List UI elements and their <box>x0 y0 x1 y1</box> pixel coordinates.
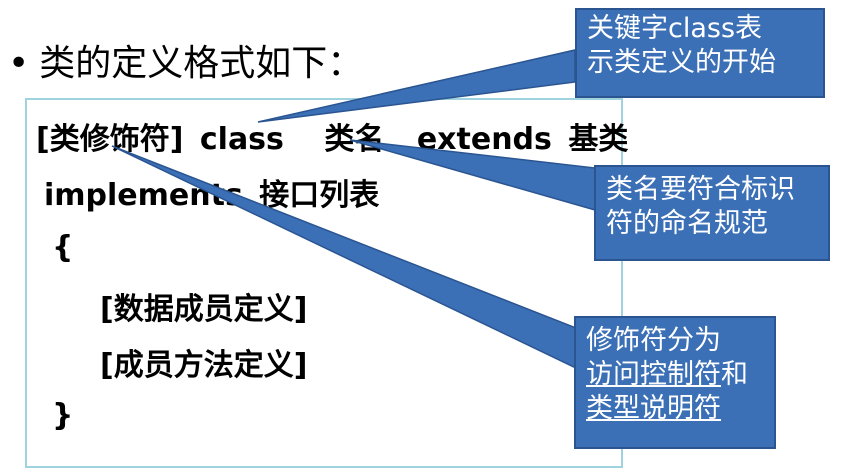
callout-class-keyword-line2: 示类定义的开始 <box>587 47 776 78</box>
callout-class-name-line1: 类名要符合标识 <box>606 174 795 205</box>
callout-class-name: 类名要符合标识 符的命名规范 <box>594 165 830 261</box>
class-name-pointer <box>349 139 596 211</box>
slide-heading: •类的定义格式如下： <box>8 34 363 86</box>
base-class-token: 基类 <box>568 122 629 157</box>
methods-line: [成员方法定义] <box>100 348 308 383</box>
callout-modifier-line3: 类型说明符 <box>586 392 764 426</box>
callout-modifier-line2: 访问控制符和 <box>586 358 764 392</box>
class-modifier-token: [类修饰符] <box>36 122 184 157</box>
bullet: • <box>8 43 30 84</box>
type-specifier-link[interactable]: 类型说明符 <box>586 393 721 424</box>
heading-text: 类的定义格式如下： <box>39 43 364 84</box>
class-keyword-pointer <box>257 49 576 123</box>
callout-modifier-line1: 修饰符分为 <box>586 325 721 356</box>
class-name-token: 类名 <box>324 122 385 157</box>
code-line-class-declaration: [类修饰符] class 类名 extends 基类 <box>36 114 628 158</box>
callout-modifier: 修饰符分为 访问控制符和 类型说明符 <box>574 316 776 449</box>
callout-class-keyword-line1: 关键字class表 <box>587 13 763 44</box>
access-control-modifier-link[interactable]: 访问控制符 <box>586 359 721 390</box>
interface-list-token: 接口列表 <box>259 178 380 213</box>
callout-class-name-line2: 符的命名规范 <box>606 208 768 239</box>
class-keyword-token: class <box>199 122 284 157</box>
open-brace: { <box>52 230 74 265</box>
callout-class-keyword: 关键字class表 示类定义的开始 <box>575 8 825 98</box>
callout-modifier-conjunction: 和 <box>721 359 748 390</box>
close-brace: } <box>52 398 74 433</box>
data-members-line: [数据成员定义] <box>100 292 308 327</box>
